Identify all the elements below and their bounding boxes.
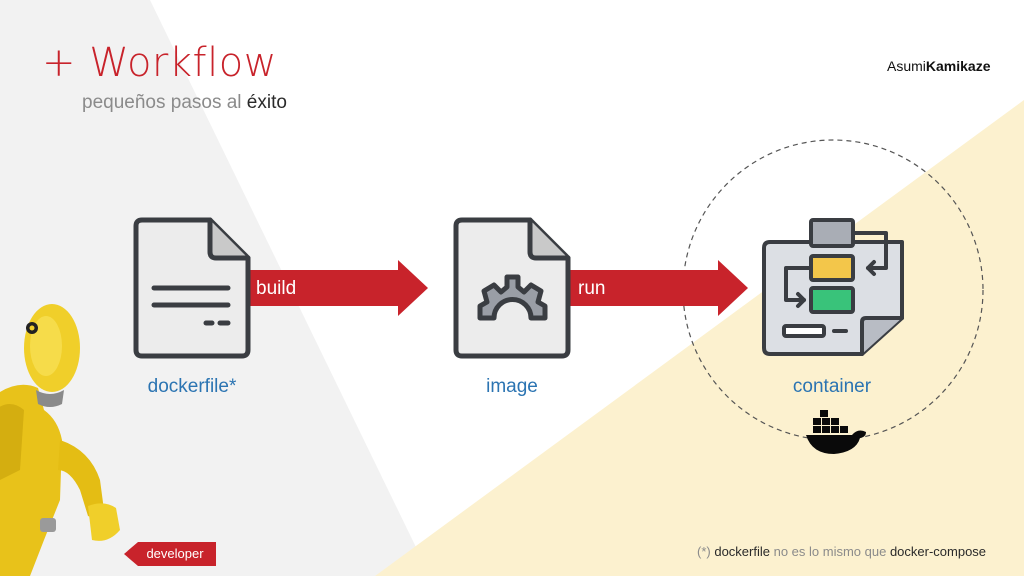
build-arrow (248, 260, 428, 316)
footnote-part-1: (*) (697, 544, 715, 559)
run-arrow-label: run (578, 278, 606, 299)
brand-bold: Kamikaze (925, 58, 991, 74)
node-label-container: container (792, 376, 872, 397)
subtitle-light-part: pequeños pasos al (82, 92, 247, 113)
slide-title: + Workflow (42, 40, 277, 86)
document-icon (133, 217, 251, 359)
yellow-background-wedge (375, 100, 1024, 576)
node-label-image: image (486, 376, 538, 397)
brand-light: Asumi (887, 58, 926, 74)
docker-whale-icon (806, 410, 866, 454)
footnote: (*) dockerfile no es lo mismo que docker… (697, 544, 986, 559)
brand-logo-text: AsumiKamikaze (887, 58, 991, 74)
flowchart-document-icon (762, 218, 904, 356)
node-label-dockerfile: dockerfile* (147, 376, 237, 397)
build-arrow-label: build (256, 278, 297, 299)
footnote-part-2: dockerfile (714, 544, 770, 559)
slide-subtitle: pequeños pasos al éxito (82, 92, 287, 114)
gear-document-icon (453, 217, 571, 359)
subtitle-emphasis: éxito (246, 92, 287, 113)
developer-label: developer (146, 546, 204, 561)
developer-tag: developer (124, 542, 216, 566)
crash-test-dummy-figure (0, 304, 120, 576)
footnote-part-3: no es lo mismo que (769, 544, 890, 559)
run-arrow (568, 260, 748, 316)
footnote-part-4: docker-compose (889, 544, 987, 559)
